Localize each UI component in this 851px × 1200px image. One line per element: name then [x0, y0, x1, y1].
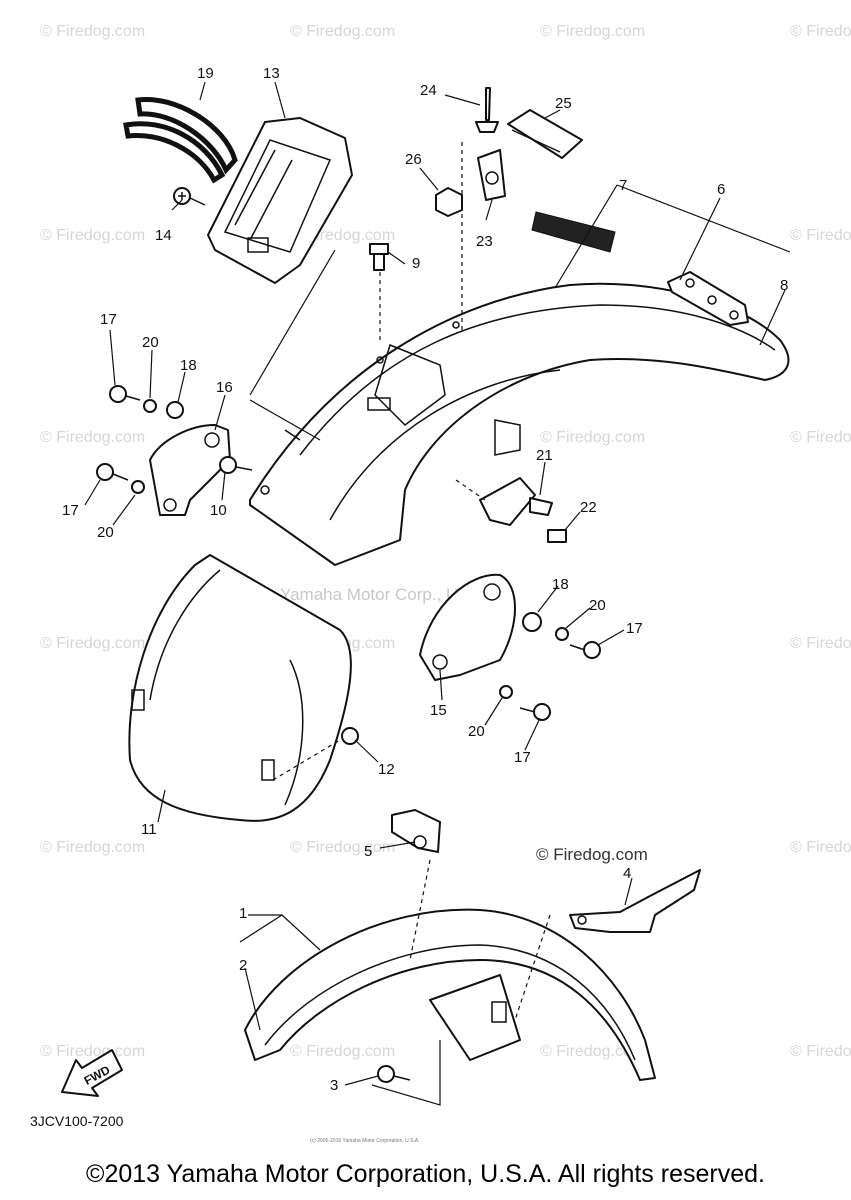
part-label: 17	[62, 502, 79, 519]
part-7-emblem	[531, 211, 616, 253]
watermark: © Firedog.com	[40, 1043, 145, 1060]
part-25-reflector	[507, 109, 583, 159]
part-4-bracket	[569, 869, 701, 933]
tiny-copyright-notice: (c) 2005-2016 Yamaha Motor Corporation, …	[310, 1138, 420, 1144]
part-label: 19	[197, 65, 214, 82]
part-label: 20	[142, 334, 159, 351]
part-label: 17	[514, 749, 531, 766]
part-label: 20	[589, 597, 606, 614]
part-label: 24	[420, 82, 437, 99]
copyright-footer: ©2013 Yamaha Motor Corporation, U.S.A. A…	[86, 1160, 765, 1188]
part-label: 11	[141, 821, 157, 838]
part-label: 20	[468, 723, 485, 740]
part-label: 4	[623, 865, 631, 882]
watermark: © Firedog.com	[40, 635, 145, 652]
part-label: 23	[476, 233, 493, 250]
watermark: © Firedog.com	[290, 839, 395, 856]
part-label: 22	[580, 499, 597, 516]
part-21-holder	[479, 477, 553, 526]
part-label: 18	[180, 357, 197, 374]
fasteners	[96, 385, 601, 1083]
part-label: 17	[100, 311, 117, 328]
part-14-screw	[173, 187, 206, 206]
part-label: 18	[552, 576, 569, 593]
watermark: © Firedog.com	[790, 635, 851, 652]
part-11-inner-fender	[128, 554, 352, 822]
part-5-bracket	[391, 809, 441, 853]
front-fender	[244, 908, 656, 1081]
watermark: © Firedog.com	[40, 23, 145, 40]
watermark: © Firedog.com	[40, 227, 145, 244]
watermark-center: Yamaha Motor Corp., U.S.A.	[280, 585, 495, 604]
part-label: 5	[364, 843, 372, 860]
part-label: 12	[378, 761, 395, 778]
part-label: 21	[536, 447, 553, 464]
part-label: 9	[412, 255, 420, 272]
watermark: © Firedog.com	[790, 1043, 851, 1060]
part-label: 8	[780, 277, 788, 294]
watermark: © Firedog.com	[790, 227, 851, 244]
inline-watermark: © Firedog.com	[536, 845, 648, 864]
part-16-cover	[149, 424, 231, 516]
part-label: 20	[97, 524, 114, 541]
part-label: 3	[330, 1077, 338, 1094]
rear-fender	[249, 282, 790, 566]
part-label: 14	[155, 227, 172, 244]
part-label: 16	[216, 379, 233, 396]
part-23-bracket	[477, 149, 506, 201]
part-label: 13	[263, 65, 280, 82]
watermark: © Firedog.com	[540, 23, 645, 40]
part-label: 6	[717, 181, 725, 198]
watermark: © Firedog.com	[790, 23, 851, 40]
part-label: 25	[555, 95, 572, 112]
watermark: © Firedog.com	[40, 429, 145, 446]
part-label: 26	[405, 151, 422, 168]
watermark: © Firedog.com	[540, 1043, 645, 1060]
part-label: 1	[239, 905, 247, 922]
leader-lines	[84, 81, 791, 1106]
part-labels: 19 13 14 24 25 26 23 7 6 8 9 17 20 18 16…	[62, 65, 788, 1094]
watermark: © Firedog.com	[540, 429, 645, 446]
part-label: 17	[626, 620, 643, 637]
part-label: 2	[239, 957, 247, 974]
part-24-pin	[475, 87, 499, 133]
watermark: © Firedog.com	[290, 1043, 395, 1060]
part-9-bolt	[369, 243, 389, 271]
watermark-grid: © Firedog.com © Firedog.com © Firedog.co…	[40, 23, 851, 1060]
part-6-plate	[667, 271, 749, 326]
part-15-cover	[419, 573, 516, 681]
part-label: 15	[430, 702, 447, 719]
part-label: 7	[619, 177, 627, 194]
watermark: © Firedog.com	[40, 839, 145, 856]
part-19-strip	[123, 96, 238, 184]
part-13-cover	[207, 117, 353, 284]
watermark: © Firedog.com	[290, 23, 395, 40]
part-label: 10	[210, 502, 227, 519]
diagram-code: 3JCV100-7200	[30, 1113, 124, 1129]
watermark: © Firedog.com	[790, 839, 851, 856]
part-26-nut	[435, 187, 463, 217]
watermark: © Firedog.com	[790, 429, 851, 446]
